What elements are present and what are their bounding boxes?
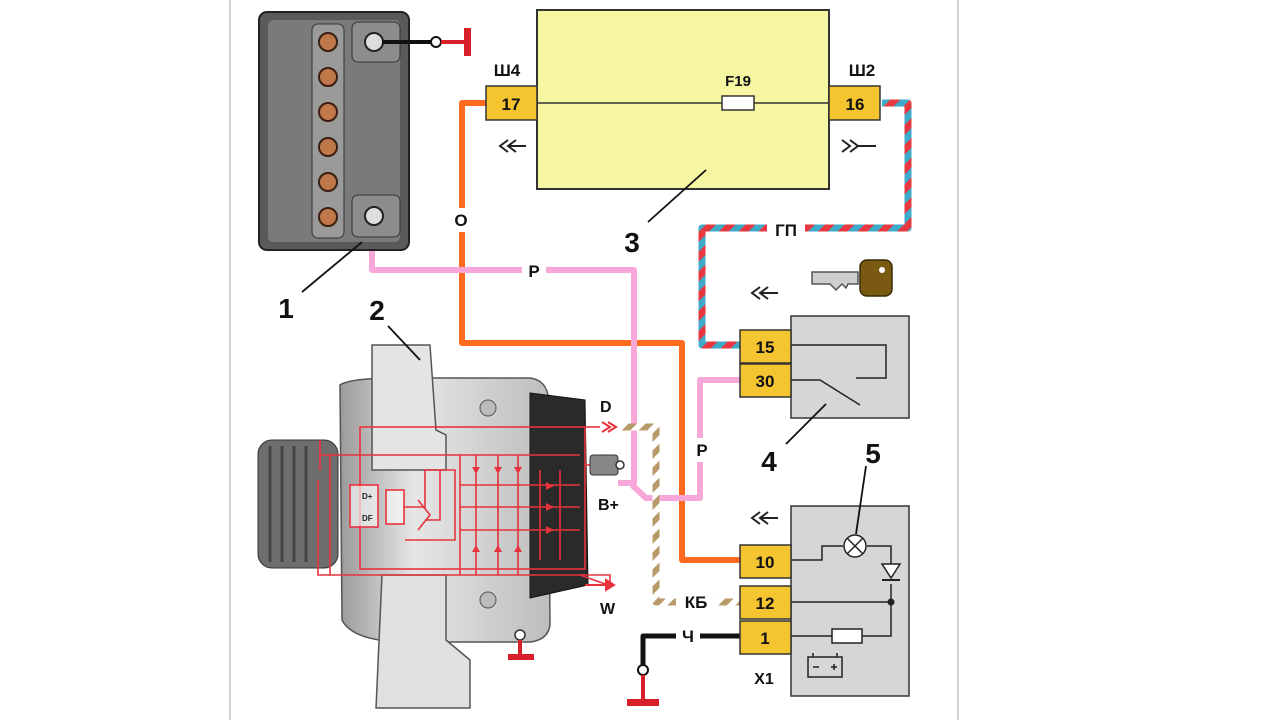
wire-label-pink-mid: Р [696,441,707,460]
pin-17-label: 17 [502,95,521,114]
connector-pin-17 [485,85,538,121]
diode-icon [880,563,902,581]
ignition-pin-15 [739,329,792,364]
battery-ground [382,28,471,56]
callout-line-mounting-block [647,169,707,223]
callout-2: 2 [369,295,385,326]
callout-1: 1 [278,293,294,324]
cluster-pin-1 [739,620,792,655]
callout-4: 4 [761,446,777,477]
wire-label-bg [690,438,714,462]
callout-line-generator [387,325,421,361]
terminal-w-label: W [600,601,616,618]
wire-label-black: Ч [682,627,694,646]
pin-30-label: 30 [756,372,775,391]
double-chevron-icon [750,286,778,300]
pink-wire-ignition [629,377,740,501]
wire-label-bg [676,590,716,614]
wire-label-bg [767,217,805,241]
generator [257,344,589,709]
callout-line-battery [301,241,363,293]
callout-line-lamp [855,465,867,535]
callout-line-ignition [785,403,827,445]
ground-icon [508,654,534,660]
pin-10-label: 10 [756,553,775,572]
terminal-w-arrow [585,578,616,592]
pink-wire-battery [369,228,637,486]
pin-15-label: 15 [756,338,775,357]
mounting-block: F19 [536,9,830,190]
ignition-pin-30 [739,363,792,398]
callout-3: 3 [624,227,640,258]
battery-positive-terminal [364,206,384,226]
wire-label-red-blue: ГП [775,221,797,240]
pin-16-label: 16 [846,95,865,114]
resistor-icon [831,628,863,644]
fuse-label: F19 [725,73,751,90]
orange-wire [459,100,740,563]
wire-label-pink-top: Р [528,262,539,281]
pin-1-label: 1 [760,629,769,648]
battery-cells [318,32,338,227]
double-chevron-icon [841,139,876,153]
connector-pin-16 [828,85,881,121]
wire-label-orange: О [454,211,467,230]
cluster-pin-12 [739,585,792,620]
terminal-d-label: D [600,399,612,416]
battery-symbol-icon [807,653,843,678]
pin-12-label: 12 [756,594,775,613]
pulley [257,439,339,569]
terminal-b-plus-label: B+ [598,497,619,514]
wire-label-bg [676,624,700,648]
rectifier-diodes [472,467,554,552]
connector-x1-label: X1 [754,671,774,688]
ground-icon [627,675,659,706]
lamp-icon [843,534,867,558]
ignition-switch [790,315,910,419]
regulator-df-label: DF [362,514,373,523]
connector-sh4-label: Ш4 [494,61,521,80]
wire-label-bg [450,208,472,232]
black-wire [640,633,740,668]
callout-5: 5 [865,438,881,469]
double-chevron-icon [498,139,526,153]
black-wire-terminal [637,664,649,676]
terminal-b-plus [589,454,625,476]
wire-label-bg [522,259,546,283]
battery-negative-terminal [364,32,384,52]
regulator-d-plus-label: D+ [362,492,373,501]
battery [258,11,410,251]
double-chevron-icon [750,511,778,525]
fuse-f19 [721,95,755,111]
connector-sh2-label: Ш2 [849,61,876,80]
key-icon [811,259,893,297]
cluster-pin-10 [739,544,792,579]
wire-label-brown-white: КБ [685,593,708,612]
terminal-d-arrow [601,421,618,433]
